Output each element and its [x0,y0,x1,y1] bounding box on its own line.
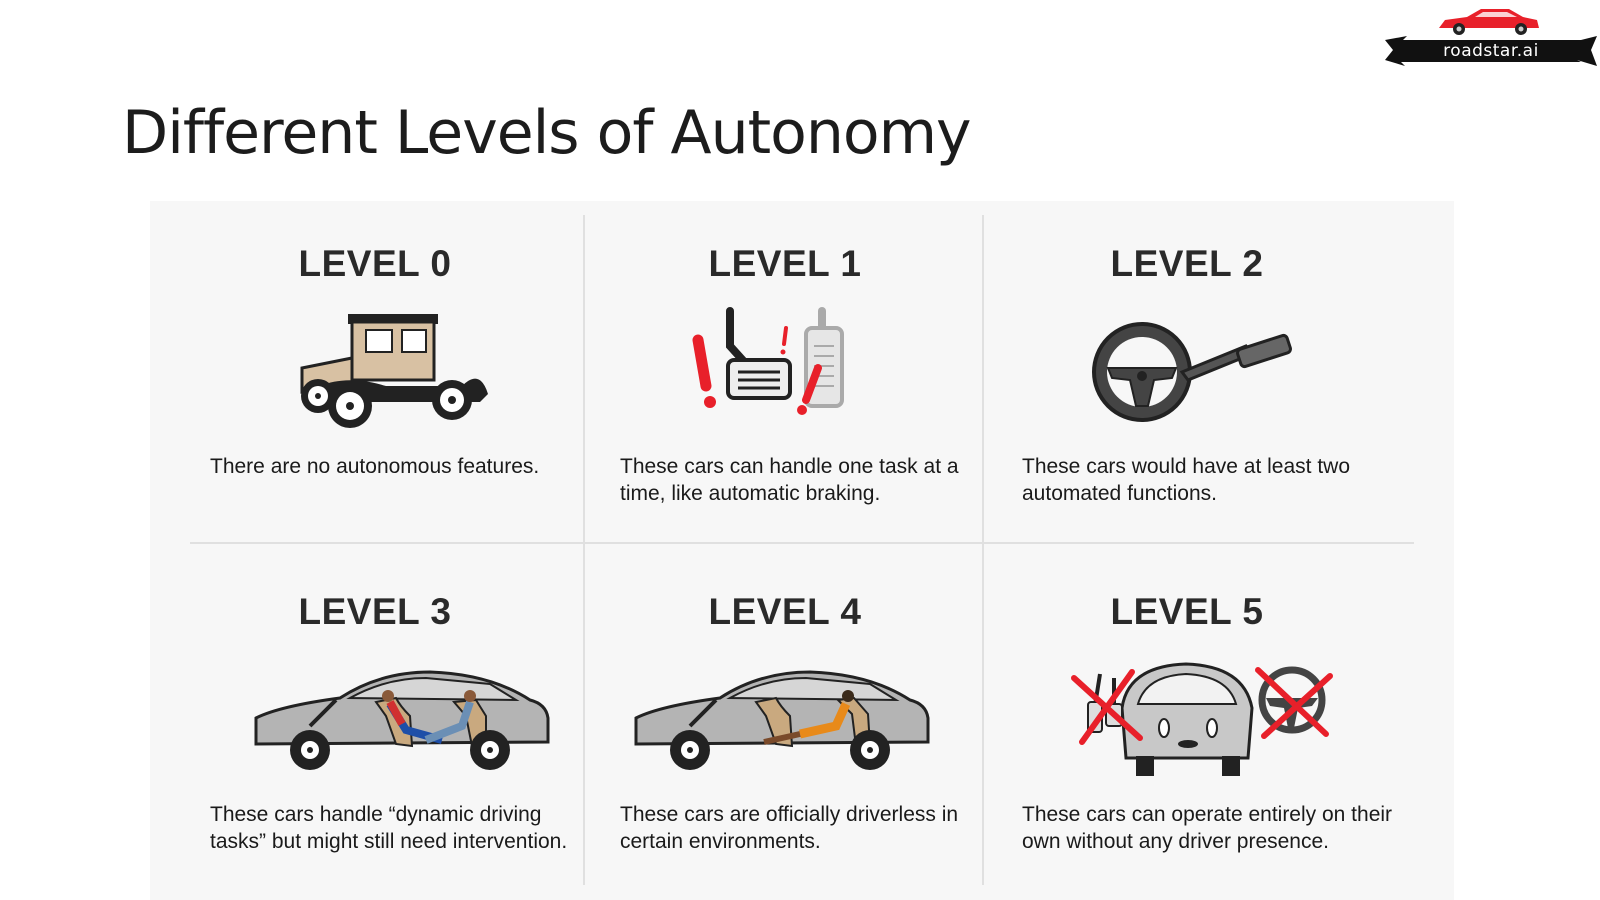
level-title: LEVEL 0 [298,243,452,284]
level-title: LEVEL 5 [1110,591,1264,632]
sedan-reclined-driver-icon [634,670,930,770]
level-description: These cars would have at least two autom… [1022,455,1351,505]
level-card-3: LEVEL 3 These cars handle “dynamic drivi… [170,549,580,889]
level-card-0: LEVEL 0 There are no autonomous features… [170,201,580,541]
logo-text: roadstar.ai [1443,41,1539,61]
level-description: These cars are officially driverless in … [620,803,959,853]
level-description: There are no autonomous features. [210,455,540,478]
sedan-passengers-icon [254,670,550,770]
autonomy-levels-grid: LEVEL 0 There are no autonomous features… [150,201,1454,900]
level-description: These cars handle “dynamic driving tasks… [210,803,568,853]
level-title: LEVEL 1 [708,243,862,284]
level-card-4: LEVEL 4 These cars are officially driver… [580,549,990,889]
level-card-1: LEVEL 1 These cars can handle one task a… [580,201,990,541]
divider-vertical [583,215,585,885]
slide-title: Different Levels of Autonomy [122,98,972,168]
vintage-car-icon [300,314,488,428]
level-card-2: LEVEL 2 These cars would have at least t… [982,201,1392,541]
level-description: These cars can operate entirely on their… [1022,803,1393,853]
red-sports-car-icon [1439,9,1539,35]
level-card-5: LEVEL 5 These cars can operate entirely … [982,549,1392,889]
logo-banner-shape [1385,36,1597,66]
level-title: LEVEL 4 [708,591,862,632]
level-title: LEVEL 2 [1110,243,1264,284]
steering-wheel-stalk-icon [1092,322,1292,422]
level-description: These cars can handle one task at a time… [620,455,959,505]
pedals-alert-icon [692,307,844,415]
driverless-pod-icon [1071,662,1333,776]
divider-horizontal [190,542,1414,544]
divider-vertical [982,215,984,885]
brand-logo: roadstar.ai [1385,4,1597,66]
level-title: LEVEL 3 [298,591,452,632]
